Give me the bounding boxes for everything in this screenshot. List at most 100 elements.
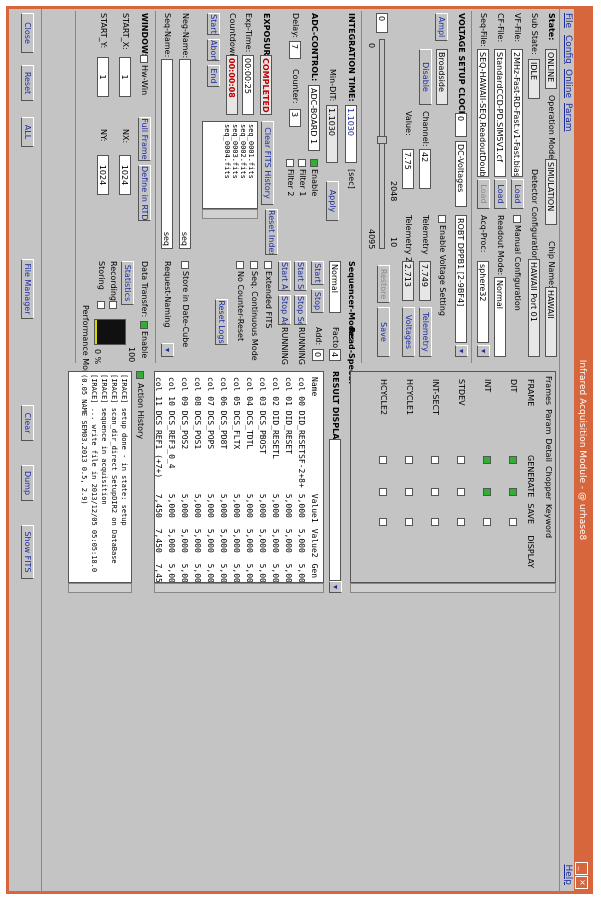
tab-chopper[interactable]: Chopper <box>544 466 553 500</box>
vf-input[interactable]: 2MHz-Fast-RD-Fast.v1-Fast.bias <box>511 49 523 177</box>
display-checkbox[interactable] <box>457 518 465 526</box>
full-frame-button[interactable]: Full Frame <box>138 117 151 161</box>
title-bar[interactable]: Infrared Acquisition Module - @ urhase8 … <box>574 9 590 891</box>
menu-param[interactable]: Param <box>563 103 573 132</box>
stop-acq-button[interactable]: Stop Acq <box>278 295 291 325</box>
store-date-checkbox[interactable] <box>181 261 189 269</box>
filter2-checkbox[interactable] <box>286 159 294 167</box>
load-seq-button[interactable]: Load <box>477 179 490 209</box>
display-checkbox[interactable] <box>379 518 387 526</box>
reset-logs-button[interactable]: Reset Logs <box>215 299 228 345</box>
menu-config[interactable]: Config <box>563 35 573 64</box>
save-checkbox[interactable] <box>379 488 387 496</box>
start-acq-button[interactable]: Start Acq <box>278 261 291 291</box>
minimize-icon[interactable]: _ <box>575 862 588 875</box>
nx-input[interactable]: 1024 <box>119 155 131 195</box>
hw-win-checkbox[interactable] <box>140 55 148 63</box>
file-manager-button[interactable]: File Manager <box>21 259 34 319</box>
storing-checkbox[interactable] <box>97 301 105 309</box>
generate-checkbox[interactable] <box>483 456 491 464</box>
exp-time-value[interactable]: 00:00:25 <box>242 55 254 115</box>
startx-input[interactable]: 1 <box>119 57 131 97</box>
channel-input[interactable]: 42 <box>419 149 431 189</box>
save-checkbox[interactable] <box>405 488 413 496</box>
menu-help[interactable]: Help <box>563 864 573 885</box>
start-button[interactable]: Start <box>311 261 324 285</box>
save-checkbox[interactable] <box>483 488 491 496</box>
clear-button[interactable]: Clear <box>21 405 34 441</box>
extended-fits-checkbox[interactable] <box>264 261 272 269</box>
neg-name-input[interactable]: seq <box>179 59 191 249</box>
ny-input[interactable]: 1024 <box>97 155 109 195</box>
list-item[interactable]: seq_0003.fits <box>231 124 239 179</box>
sequencer-mode-select[interactable]: Normal <box>329 261 341 313</box>
action-history-log[interactable]: [IRACE] setup done - in state: setup [IR… <box>68 371 132 583</box>
frames-scrollbar[interactable] <box>350 583 556 593</box>
manual-config-checkbox[interactable] <box>513 215 521 223</box>
menu-online[interactable]: Online <box>563 69 573 99</box>
menu-file[interactable]: File <box>563 13 573 29</box>
define-rtd-button[interactable]: Define in RTD <box>138 165 151 221</box>
integration-time-input[interactable]: 1.1030 <box>345 105 357 163</box>
display-checkbox[interactable] <box>509 518 517 526</box>
acq-proc-dropdown-icon[interactable]: ▾ <box>477 345 490 357</box>
list-item[interactable]: seq_0004.fits <box>223 124 231 179</box>
start-exposure-button[interactable]: Start <box>207 13 220 35</box>
apply-button[interactable]: Apply <box>326 181 339 221</box>
filter1-checkbox[interactable] <box>298 159 306 167</box>
clear-fits-history-button[interactable]: Clear FITS History <box>261 121 274 205</box>
seq-name-input[interactable]: seq <box>161 59 173 249</box>
tab-frames[interactable]: Frames <box>544 376 553 406</box>
reset-button[interactable]: Reset <box>21 65 34 101</box>
value-input[interactable]: 7.75 <box>402 149 414 189</box>
enable-voltage-checkbox[interactable] <box>438 215 446 223</box>
result-scrollbar[interactable] <box>154 583 324 593</box>
generate-checkbox[interactable] <box>457 456 465 464</box>
display-checkbox[interactable] <box>483 518 491 526</box>
save-voltage-button[interactable]: Save <box>377 307 390 357</box>
display-checkbox[interactable] <box>405 518 413 526</box>
recording-checkbox[interactable] <box>109 301 117 309</box>
transfer-enable-checkbox[interactable] <box>140 321 148 329</box>
tab-keyword[interactable]: Keyword <box>544 503 553 539</box>
display-checkbox[interactable] <box>431 518 439 526</box>
log-scrollbar[interactable] <box>68 583 132 593</box>
fits-history-list[interactable]: seq_0001.fits seq_0002.fits seq_0003.fit… <box>202 121 258 209</box>
clock-select[interactable]: 0 <box>455 113 467 137</box>
list-item[interactable]: seq_0002.fits <box>239 124 247 179</box>
ampl-button[interactable]: Ampl <box>435 13 448 41</box>
stop-seq-button[interactable]: Stop Seq <box>294 295 307 325</box>
disable-button[interactable]: Disable <box>419 49 432 105</box>
fits-history-scrollbar[interactable] <box>202 209 258 219</box>
seq-file-input[interactable]: SEQ-HAWAII-SEQ.ReadoutDouble.seq <box>477 49 489 177</box>
dc-voltages-select[interactable]: DC-Voltages <box>455 141 467 207</box>
add-input[interactable]: 0 <box>312 349 324 361</box>
result-display-select[interactable] <box>329 439 341 581</box>
no-counter-reset-checkbox[interactable] <box>236 261 244 269</box>
statistics-button[interactable]: Statistics <box>121 261 134 305</box>
stop-button[interactable]: Stop <box>311 289 324 313</box>
starty-input[interactable]: 1 <box>97 57 109 97</box>
save-checkbox[interactable] <box>431 488 439 496</box>
reset-index-button[interactable]: Reset Index <box>265 209 278 255</box>
adc-enable-checkbox[interactable] <box>310 159 318 167</box>
all-button[interactable]: ALL <box>21 117 34 147</box>
save-checkbox[interactable] <box>509 488 517 496</box>
tab-detail[interactable]: Detail <box>544 438 553 463</box>
generate-checkbox[interactable] <box>509 456 517 464</box>
voltages-button[interactable]: Voltages <box>402 307 415 357</box>
close-button[interactable]: Close <box>21 13 34 53</box>
dump-button[interactable]: Dump <box>21 465 34 501</box>
start-seq-button[interactable]: Start Seq <box>294 261 307 291</box>
seq-continuous-checkbox[interactable] <box>250 261 258 269</box>
request-naming-dropdown-icon[interactable]: ▾ <box>161 343 174 357</box>
